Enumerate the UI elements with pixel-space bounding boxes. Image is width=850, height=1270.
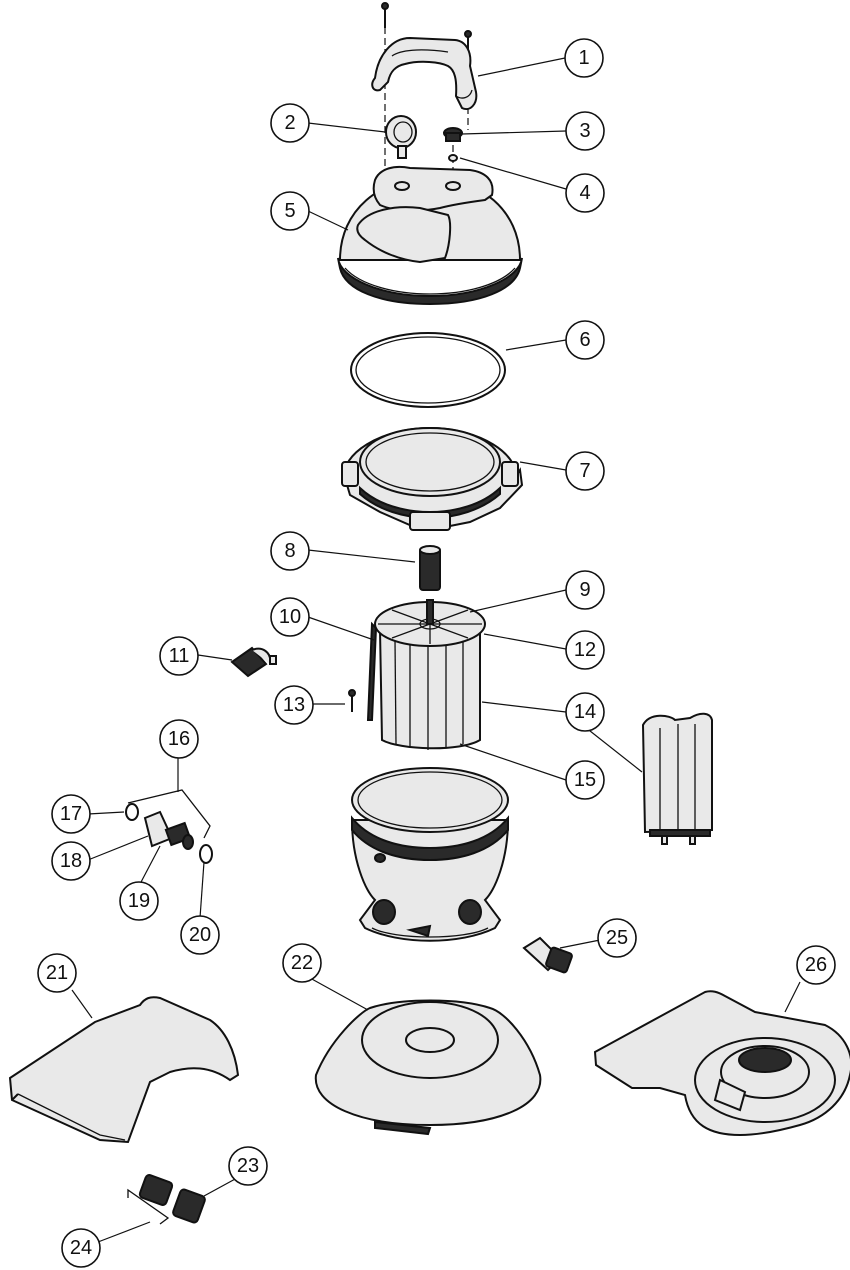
svg-text:5: 5 (284, 200, 295, 222)
svg-text:2: 2 (284, 112, 295, 134)
drain-valve-part (230, 646, 277, 678)
lid-o-ring-part (350, 332, 506, 408)
svg-text:6: 6 (579, 329, 590, 351)
callout-15: 15 (565, 760, 605, 800)
svg-text:20: 20 (189, 924, 211, 946)
svg-text:16: 16 (168, 728, 190, 750)
callout-3: 3 (565, 111, 605, 151)
callout-4: 4 (565, 173, 605, 213)
svg-text:24: 24 (70, 1237, 92, 1259)
cartridge-element-half-part (641, 712, 713, 845)
union-fitting-assembly (125, 789, 213, 864)
callout-10: 10 (270, 597, 310, 637)
callout-25: 25 (597, 918, 637, 958)
coupler-parts (127, 1174, 206, 1225)
base-plate-part (8, 996, 240, 1144)
callout-13: 13 (274, 685, 314, 725)
svg-text:19: 19 (128, 890, 150, 912)
air-relief-cartridge-part (419, 545, 441, 591)
callout-20: 20 (180, 915, 220, 955)
callout-8: 8 (270, 531, 310, 571)
svg-text:11: 11 (169, 645, 190, 667)
callout-12: 12 (565, 630, 605, 670)
air-relief-valve-part (443, 127, 463, 162)
svg-text:3: 3 (579, 120, 590, 142)
svg-text:13: 13 (283, 694, 305, 716)
callout-22: 22 (282, 943, 322, 983)
pressure-gauge-part (385, 115, 417, 159)
filter-tank-part (350, 767, 510, 942)
svg-text:21: 21 (46, 962, 68, 984)
callout-6: 6 (565, 320, 605, 360)
callout-18: 18 (51, 841, 91, 881)
filter-lid-part (337, 165, 523, 306)
pump-base-part (593, 990, 850, 1137)
svg-text:12: 12 (574, 639, 596, 661)
callout-16: 16 (159, 719, 199, 759)
svg-text:10: 10 (279, 606, 301, 628)
svg-text:8: 8 (284, 540, 295, 562)
callout-23: 23 (228, 1146, 268, 1186)
callout-11: 11 (159, 636, 199, 676)
callout-14: 14 (565, 692, 605, 732)
pin-part (348, 689, 356, 712)
svg-text:15: 15 (574, 769, 596, 791)
callout-9: 9 (565, 570, 605, 610)
svg-text:18: 18 (60, 850, 82, 872)
callout-leader-lines (71, 57, 801, 1243)
handle-part (371, 2, 478, 110)
callout-19: 19 (119, 881, 159, 921)
callout-24: 24 (61, 1228, 101, 1268)
callout-17: 17 (51, 794, 91, 834)
callout-1: 1 (564, 38, 604, 78)
callout-21: 21 (37, 953, 77, 993)
svg-text:22: 22 (291, 952, 313, 974)
svg-text:7: 7 (579, 460, 590, 482)
callout-5: 5 (270, 191, 310, 231)
svg-text:26: 26 (805, 954, 827, 976)
fitting-part (522, 936, 573, 974)
svg-text:14: 14 (574, 701, 596, 723)
callout-7: 7 (565, 451, 605, 491)
svg-text:17: 17 (60, 803, 82, 825)
svg-text:1: 1 (578, 47, 589, 69)
svg-text:4: 4 (579, 182, 590, 204)
callout-26: 26 (796, 945, 836, 985)
base-cover-part (314, 999, 542, 1136)
svg-text:9: 9 (579, 579, 590, 601)
cartridge-element-assembly (366, 599, 486, 750)
svg-text:23: 23 (237, 1155, 259, 1177)
locking-ring-part (341, 426, 524, 531)
callout-2: 2 (270, 103, 310, 143)
svg-text:25: 25 (606, 927, 628, 949)
